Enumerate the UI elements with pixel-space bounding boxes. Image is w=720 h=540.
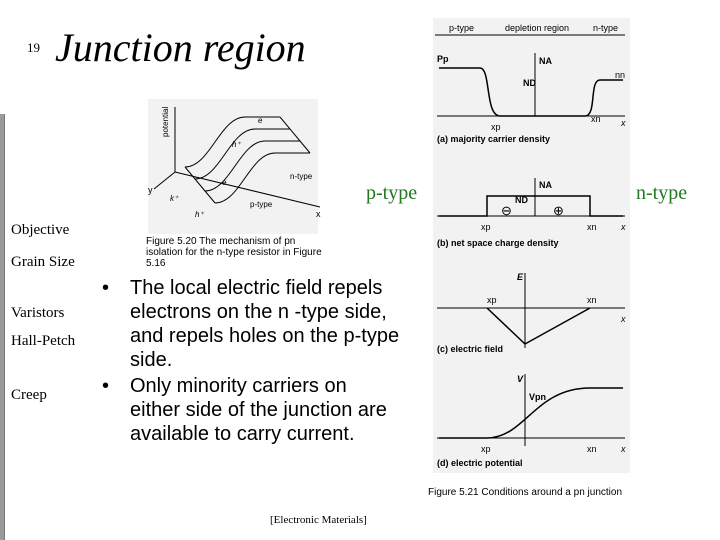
figure-5-20-background — [148, 99, 318, 234]
bullet-item: The local electric field repels electron… — [100, 276, 400, 372]
pp-label: Pp — [437, 54, 449, 64]
panel-c-label: (c) electric field — [437, 344, 503, 354]
xn-label-d: xn — [587, 444, 597, 454]
sidebar-item-varistors[interactable]: Varistors — [11, 305, 65, 321]
panel-d-label: (d) electric potential — [437, 458, 523, 468]
na-label-a: NA — [539, 56, 552, 66]
xp-label-a: xp — [491, 122, 501, 132]
electron-label-2: e — [222, 178, 227, 187]
source-credit: [Electronic Materials] — [270, 514, 367, 526]
nd-label-b: ND — [515, 195, 528, 205]
electron-label: e — [258, 116, 263, 125]
n-type-region-label: n-type — [636, 182, 688, 204]
sidebar-item-creep[interactable]: Creep — [11, 387, 47, 403]
header-depletion-region: depletion region — [505, 23, 569, 33]
slide-number: 19 — [27, 40, 40, 55]
sidebar-item-objective[interactable]: Objective — [11, 222, 70, 238]
bullet-list: The local electric field repels electron… — [100, 276, 400, 448]
figure-5-20: potential y x e h⁺ e n-type p-type k⁺ h⁺ — [148, 99, 321, 234]
n-type-label: n-type — [290, 172, 313, 181]
figure-5-21: p-type depletion region n-type Pp NA ND … — [433, 18, 630, 473]
sidebar-item-grain-size[interactable]: Grain Size — [11, 254, 75, 270]
panel-a-label: (a) majority carrier density — [437, 134, 550, 144]
x-label-c: x — [620, 314, 626, 324]
sidebar-item-hall-petch[interactable]: Hall-Petch — [11, 333, 76, 349]
na-label-b: NA — [539, 180, 552, 190]
hole-label: h⁺ — [232, 140, 241, 149]
panel-b-label: (b) net space charge density — [437, 238, 559, 248]
figure-5-21-background — [433, 18, 630, 473]
k-label: k⁺ — [170, 194, 179, 203]
v-label: V — [517, 374, 524, 384]
header-n-type: n-type — [593, 23, 618, 33]
y-axis-label: y — [148, 185, 153, 195]
p-type-label: p-type — [250, 200, 273, 209]
h-label: h⁺ — [195, 210, 204, 219]
p-type-region-label: p-type — [366, 182, 418, 204]
xn-label-a: xn — [591, 114, 601, 124]
nd-label-a: ND — [523, 78, 536, 88]
minus-charge: ⊖ — [501, 203, 512, 218]
plus-charge: ⊕ — [553, 203, 564, 218]
bullet-item: Only minority carriers on either side of… — [100, 374, 400, 446]
x-label-d: x — [620, 444, 626, 454]
figure-5-20-caption: Figure 5.20 The mechanism of pn isolatio… — [146, 236, 322, 269]
e-label: E — [517, 272, 524, 282]
x-axis-label: x — [316, 209, 321, 219]
xp-label-c: xp — [487, 295, 497, 305]
x-label-b: x — [620, 222, 626, 232]
header-p-type: p-type — [449, 23, 474, 33]
xn-label-c: xn — [587, 295, 597, 305]
slide-title: Junction region — [55, 25, 306, 70]
nn-label: nn — [615, 70, 625, 80]
vpn-label: Vpn — [529, 392, 546, 402]
xn-label-b: xn — [587, 222, 597, 232]
x-label-a: x — [620, 118, 626, 128]
figure-5-21-caption: Figure 5.21 Conditions around a pn junct… — [428, 487, 623, 498]
xp-label-b: xp — [481, 222, 491, 232]
sidebar-nav: Objective Grain Size Varistors Hall-Petc… — [4, 114, 85, 540]
potential-label: potential — [161, 107, 170, 137]
xp-label-d: xp — [481, 444, 491, 454]
